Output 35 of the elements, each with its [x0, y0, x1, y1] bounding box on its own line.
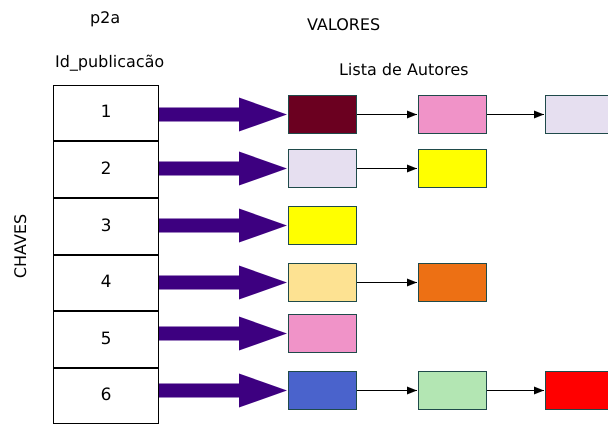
heading-label: VALORES [307, 14, 380, 36]
arrow [356, 386, 418, 394]
heading-label: p2a [90, 7, 120, 29]
arrow [486, 110, 544, 118]
key-cell: 4 [53, 255, 159, 311]
arrow [159, 316, 287, 350]
arrow [159, 98, 287, 132]
value-box [418, 371, 487, 410]
value-box [545, 371, 608, 410]
arrow [356, 278, 418, 286]
value-box [418, 149, 487, 188]
value-box [288, 263, 357, 302]
key-cell: 2 [53, 141, 159, 198]
heading-label: Id_publicacão [55, 51, 164, 73]
heading-label: Lista de Autores [339, 59, 468, 81]
axis-label: CHAVES [10, 212, 31, 280]
arrow [159, 152, 287, 186]
value-box [545, 95, 608, 134]
arrow [159, 374, 287, 408]
arrow [159, 208, 287, 242]
value-box [288, 149, 357, 188]
value-box [288, 206, 357, 245]
arrow [486, 386, 544, 394]
key-cell: 6 [53, 368, 159, 424]
arrow [356, 110, 418, 118]
value-box [288, 95, 357, 134]
key-cell: 5 [53, 311, 159, 368]
value-box [418, 95, 487, 134]
arrow [356, 164, 418, 172]
value-box [288, 371, 357, 410]
arrow [159, 266, 287, 300]
key-cell: 1 [53, 85, 159, 141]
key-cell: 3 [53, 198, 159, 255]
value-box [418, 263, 487, 302]
value-box [288, 314, 357, 353]
